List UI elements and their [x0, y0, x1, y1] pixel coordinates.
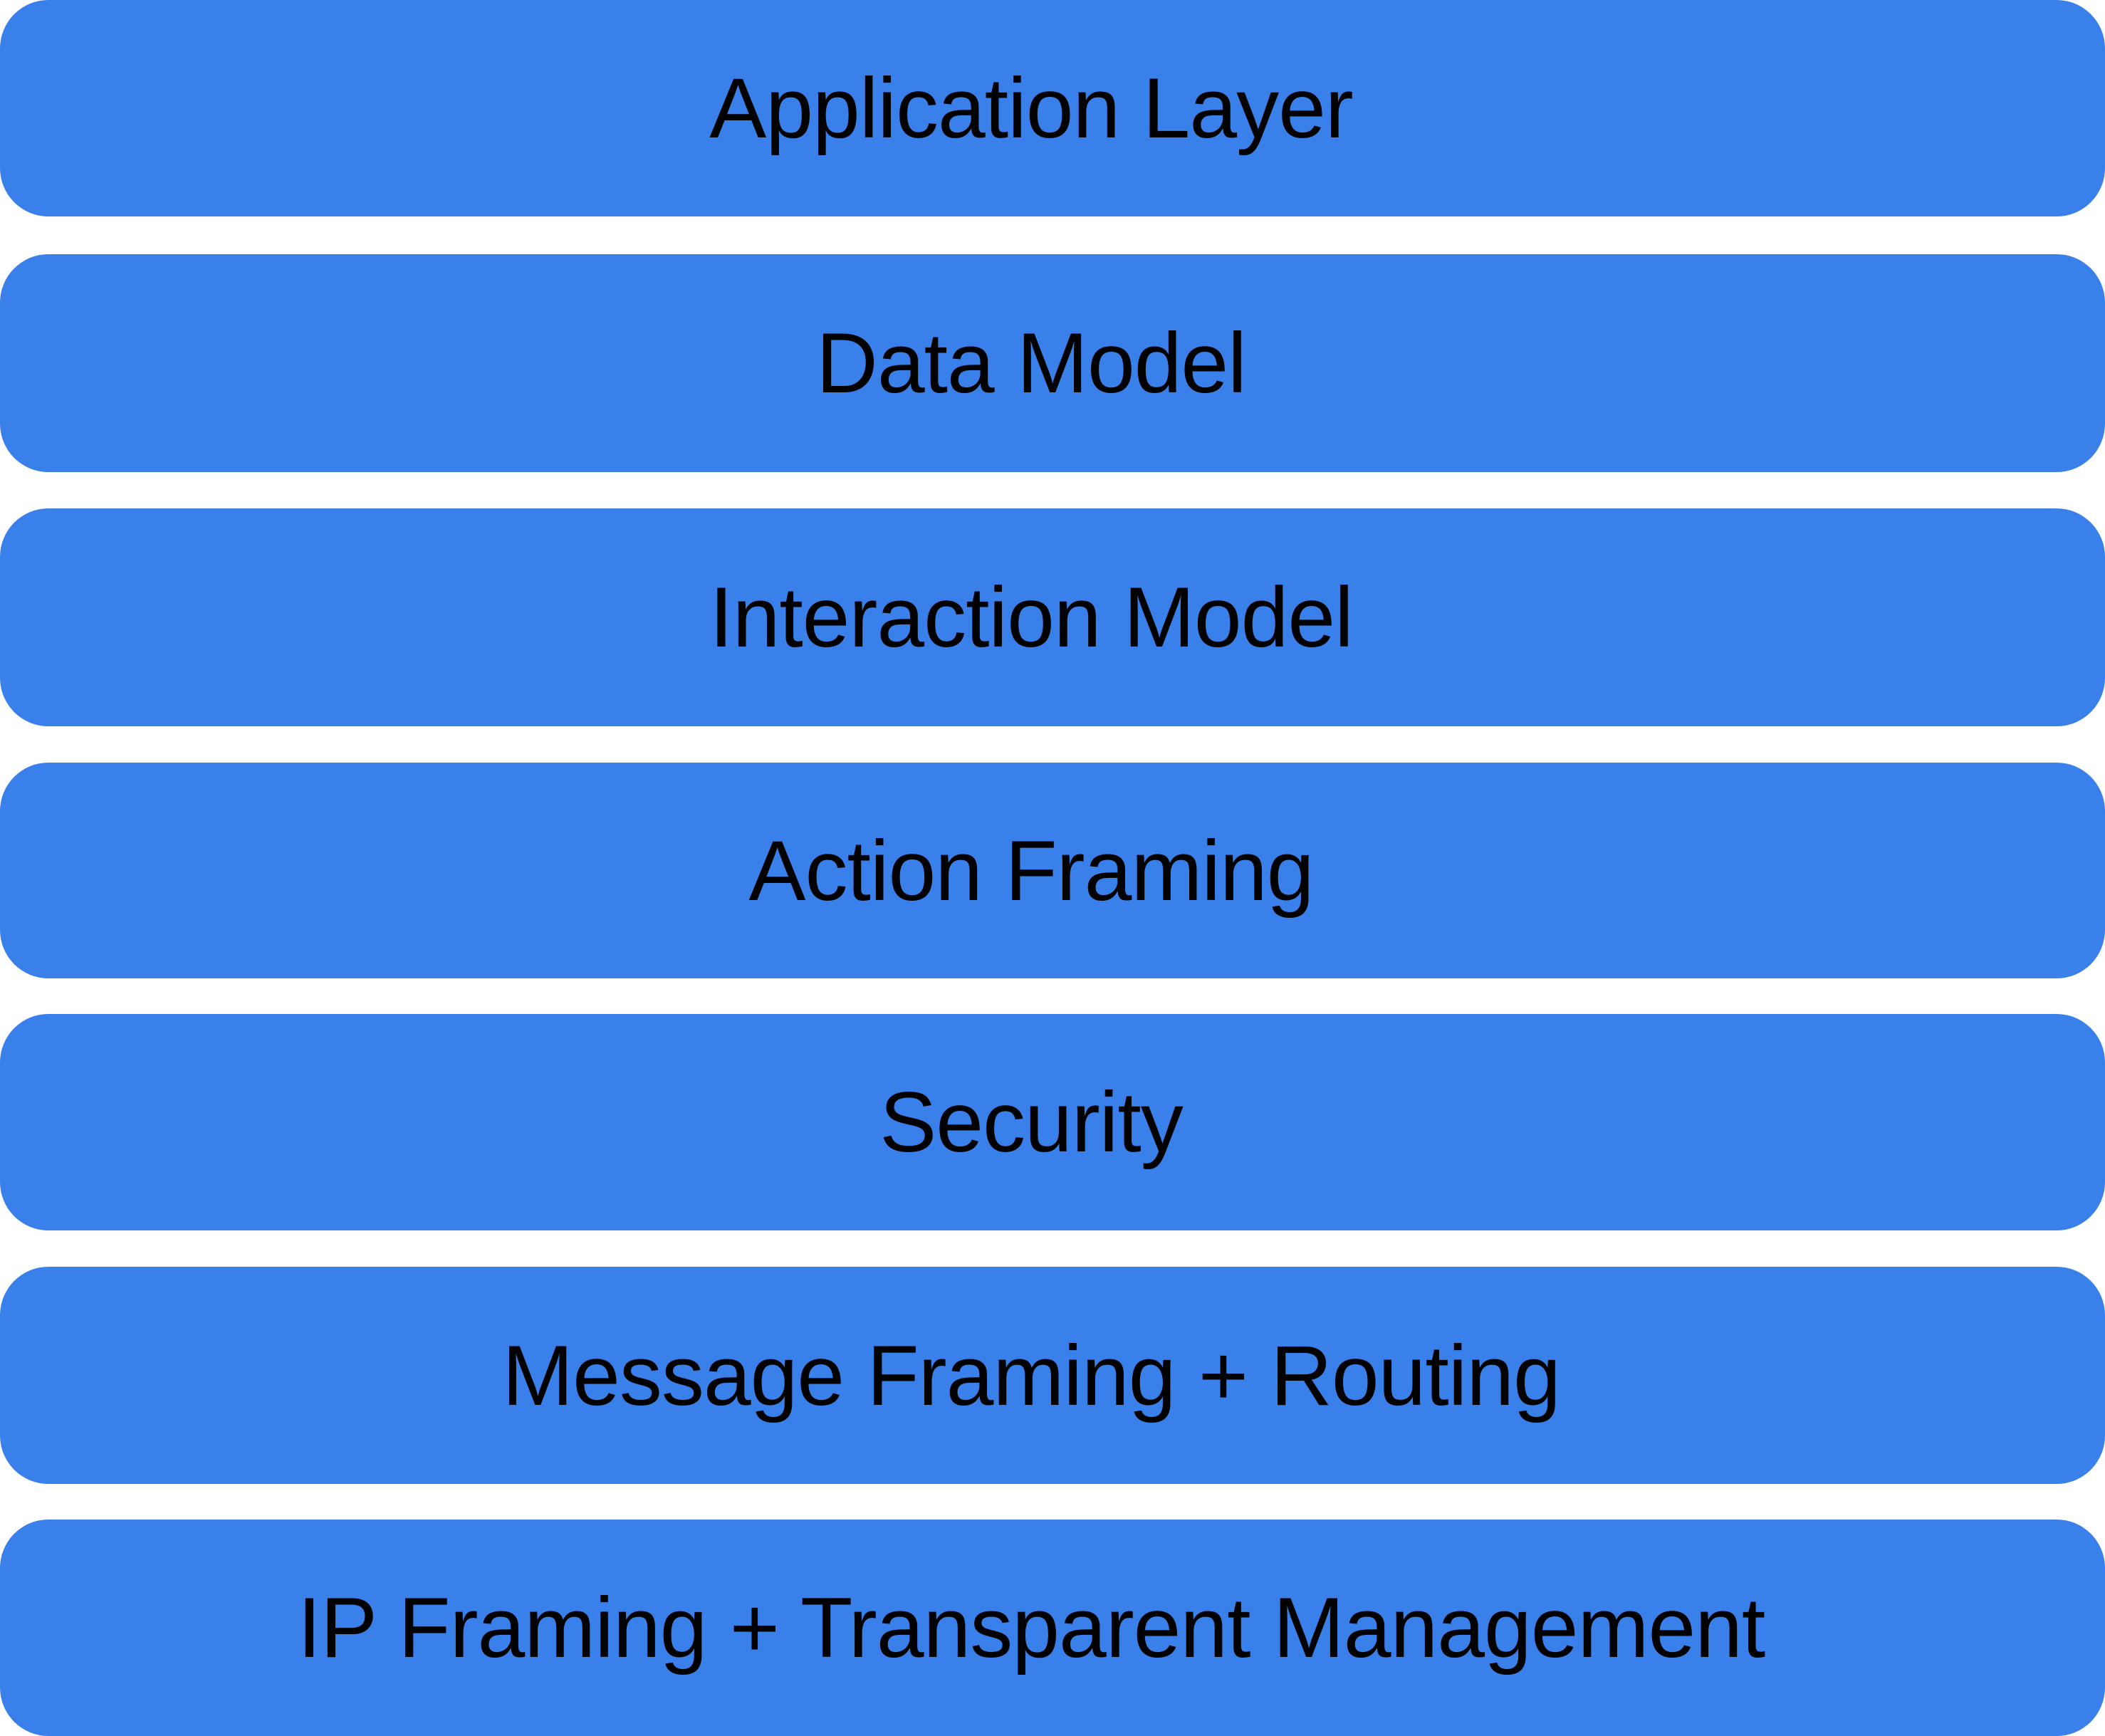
layer-bar-message-framing-routing[interactable]: Message Framing + Routing [0, 1267, 2105, 1484]
layer-bar-data-model[interactable]: Data Model [0, 254, 2105, 472]
layer-bar-application-layer[interactable]: Application Layer [0, 0, 2105, 216]
layer-label: IP Framing + Transparent Management [297, 1580, 1766, 1675]
layer-bar-ip-framing-transparent-management[interactable]: IP Framing + Transparent Management [0, 1520, 2105, 1736]
layer-label: Security [879, 1074, 1183, 1170]
layer-label: Message Framing + Routing [502, 1327, 1561, 1423]
layer-label: Action Framing [748, 822, 1315, 919]
layer-bar-security[interactable]: Security [0, 1014, 2105, 1230]
layer-label: Interaction Model [709, 570, 1354, 665]
layer-bar-action-framing[interactable]: Action Framing [0, 763, 2105, 978]
layer-label: Application Layer [709, 61, 1354, 156]
layer-bar-interaction-model[interactable]: Interaction Model [0, 508, 2105, 726]
layer-label: Data Model [816, 315, 1247, 411]
